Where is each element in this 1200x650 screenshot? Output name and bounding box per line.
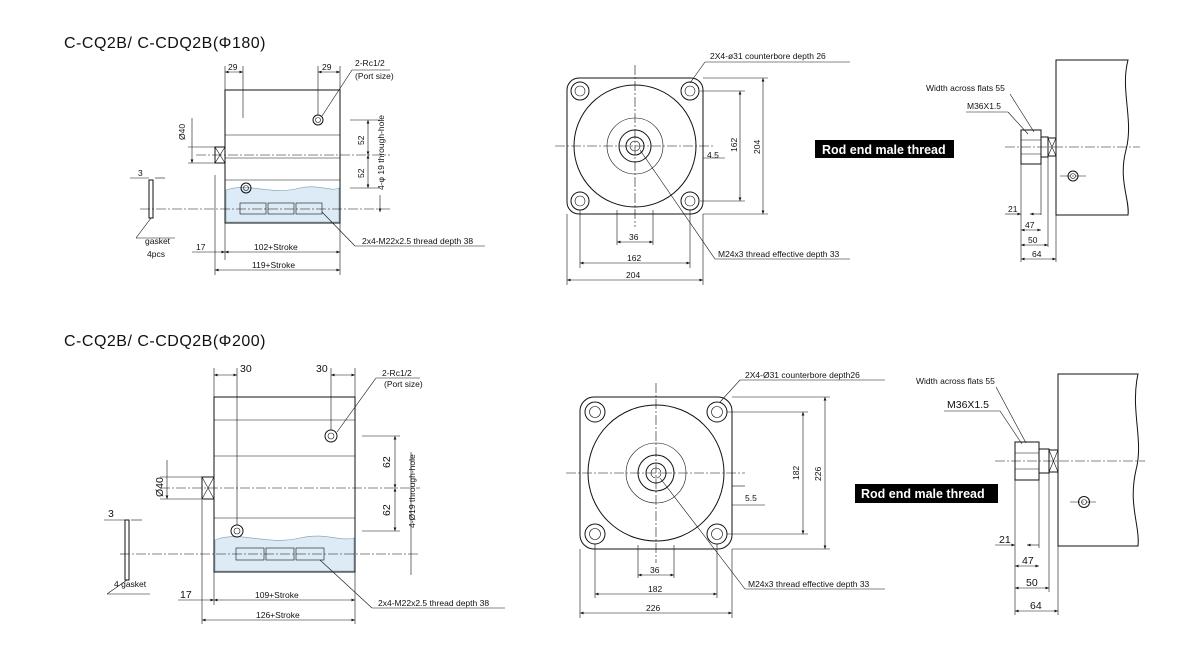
svg-text:2X4-Ø31 counterbore depth26: 2X4-Ø31 counterbore depth26 [745,370,860,380]
svg-text:62: 62 [381,456,393,468]
svg-text:Rod end male thread: Rod end male thread [822,143,946,157]
svg-text:Width across flats 55: Width across flats 55 [916,376,995,386]
svg-text:21: 21 [999,534,1011,546]
svg-text:47: 47 [1022,555,1034,567]
view-title: C-CQ2B/ C-CDQ2B(Φ200) [64,333,266,350]
svg-text:21: 21 [1008,204,1018,214]
svg-text:64: 64 [1032,249,1042,259]
svg-text:30: 30 [240,363,252,375]
svg-text:(Port size): (Port size) [355,71,394,81]
svg-text:M24x3 thread effective depth 3: M24x3 thread effective depth 33 [748,579,870,589]
svg-text:162: 162 [729,138,739,152]
svg-text:M24x3 thread effective depth 3: M24x3 thread effective depth 33 [718,249,840,259]
svg-text:M36X1.5: M36X1.5 [967,101,1001,111]
svg-text:5.5: 5.5 [745,493,757,503]
svg-text:50: 50 [1028,235,1038,245]
rod-end-dimensions: Width across flats 55 M36X1.5 21 47 50 6… [926,83,1057,262]
svg-text:4 gasket: 4 gasket [114,579,147,589]
gasket [124,519,130,581]
svg-text:2X4-ø31 counterbore depth 26: 2X4-ø31 counterbore depth 26 [710,51,826,61]
svg-text:109+Stroke: 109+Stroke [255,590,299,600]
svg-text:119+Stroke: 119+Stroke [252,260,295,270]
svg-text:52: 52 [356,168,366,178]
svg-text:226: 226 [813,467,823,481]
svg-text:3: 3 [138,168,143,178]
svg-text:64: 64 [1030,600,1042,612]
svg-text:204: 204 [752,140,762,154]
front-dimensions: 2X4-ø31 counterbore depth 26 162 204 4.5… [566,51,850,285]
rod-end-badge: Rod end male thread [815,140,954,158]
port-hole [240,182,252,194]
svg-text:4pcs: 4pcs [147,249,165,259]
svg-text:3: 3 [108,508,114,520]
side-dimensions: 30 30 2-Rc1/2 (Port size) Ø40 62 62 4-Ø1… [104,363,505,624]
gasket [148,179,154,219]
svg-text:102+Stroke: 102+Stroke [254,242,298,252]
svg-text:(Port size): (Port size) [384,379,423,389]
svg-text:226: 226 [646,603,660,613]
front-view [566,383,745,563]
svg-text:17: 17 [196,242,206,252]
svg-text:2-Rc1/2: 2-Rc1/2 [355,58,385,68]
side-view [140,89,390,224]
svg-text:4.5: 4.5 [707,150,719,160]
svg-text:Rod end male thread: Rod end male thread [861,487,985,501]
svg-text:2-Rc1/2: 2-Rc1/2 [382,368,412,378]
svg-text:2x4-M22x2.5 thread depth 38: 2x4-M22x2.5 thread depth 38 [378,598,489,608]
svg-text:4-Ø19 through-hole: 4-Ø19 through-hole [407,454,417,528]
svg-text:29: 29 [322,62,332,72]
svg-text:50: 50 [1026,577,1038,589]
svg-text:17: 17 [180,589,192,601]
svg-text:182: 182 [791,466,801,480]
svg-text:Ø40: Ø40 [177,124,187,140]
svg-text:204: 204 [626,270,640,280]
svg-text:52: 52 [356,135,366,145]
svg-text:36: 36 [650,565,660,575]
svg-text:29: 29 [228,62,238,72]
svg-text:Ø40: Ø40 [154,477,166,497]
rod-end-badge: Rod end male thread [855,484,998,503]
svg-text:47: 47 [1025,220,1035,230]
svg-text:gasket: gasket [145,236,171,246]
front-view [555,65,715,227]
svg-text:36: 36 [629,232,639,242]
side-view [120,396,420,581]
svg-text:Width across flats 55: Width across flats 55 [926,83,1005,93]
rod-end-dimensions: Width across flats 55 M36X1.5 21 47 50 6… [916,376,1059,615]
rod-end-view [995,373,1145,547]
svg-text:126+Stroke: 126+Stroke [256,610,300,620]
rod-end-view [1005,59,1140,216]
svg-text:182: 182 [648,584,662,594]
svg-text:4-φ 19 through-hole: 4-φ 19 through-hole [376,115,386,190]
svg-text:162: 162 [627,253,641,263]
svg-text:30: 30 [316,363,328,375]
front-dimensions: 2X4-Ø31 counterbore depth26 182 226 5.5 … [579,370,885,618]
svg-text:2x4-M22x2.5 thread depth 38: 2x4-M22x2.5 thread depth 38 [362,236,473,246]
view-title: C-CQ2B/ C-CDQ2B(Φ180) [64,35,266,52]
side-dimensions: 29 29 2-Rc1/2 (Port size) Ø40 52 52 4-φ … [130,58,485,275]
svg-text:62: 62 [381,504,393,516]
svg-text:M36X1.5: M36X1.5 [947,399,989,411]
